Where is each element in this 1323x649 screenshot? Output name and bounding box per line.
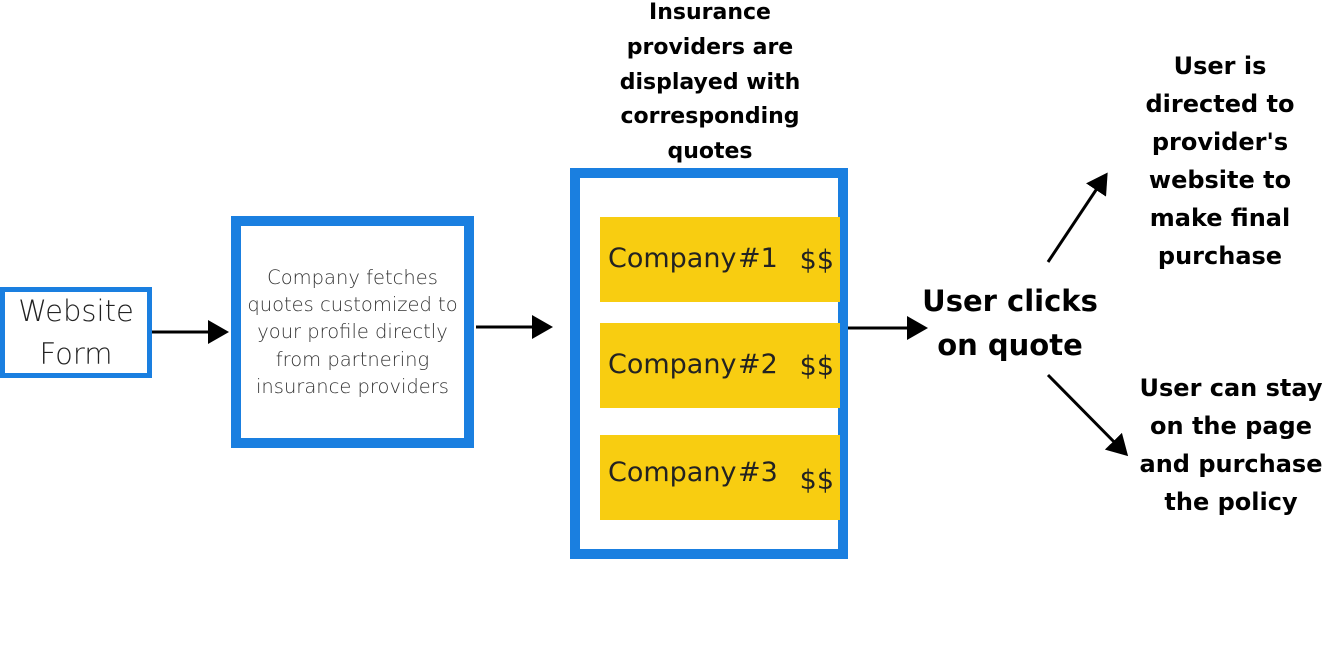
website-form-label: Website Form [18,294,134,371]
outcome-redirect-node: User is directed to provider's website t… [1145,52,1295,270]
user-clicks-node: User clicks on quote [922,284,1098,362]
quotes-title: Insurance providers are displayed with c… [619,0,801,164]
quote-price: $$ [799,465,834,496]
quote-company-number: #2 [738,349,778,380]
quote-company-number: #1 [738,243,778,274]
quote-price: $$ [799,245,834,276]
website-form-node: Website Form [0,287,152,378]
quote-card-3: Company #3 $$ [600,435,840,520]
quote-company-number: #3 [738,457,778,488]
fetch-quotes-label: Company fetches quotes customized to you… [247,265,458,398]
quotes-list-node: Company #1 $$ Company #2 $$ Company #3 $… [570,168,848,559]
fetch-quotes-node: Company fetches quotes customized to you… [231,216,474,448]
quote-card-2: Company #2 $$ [600,323,840,408]
arrow-click-to-redirect [1046,172,1108,263]
quote-company-name: Company [608,457,737,488]
quote-price: $$ [799,351,834,382]
quote-company-name: Company [608,243,737,274]
quote-card-1: Company #1 $$ [600,217,840,302]
arrow-click-to-stay [1046,373,1129,457]
outcome-stay-node: User can stay on the page and purchase t… [1139,374,1323,516]
quote-company-name: Company [608,349,737,380]
